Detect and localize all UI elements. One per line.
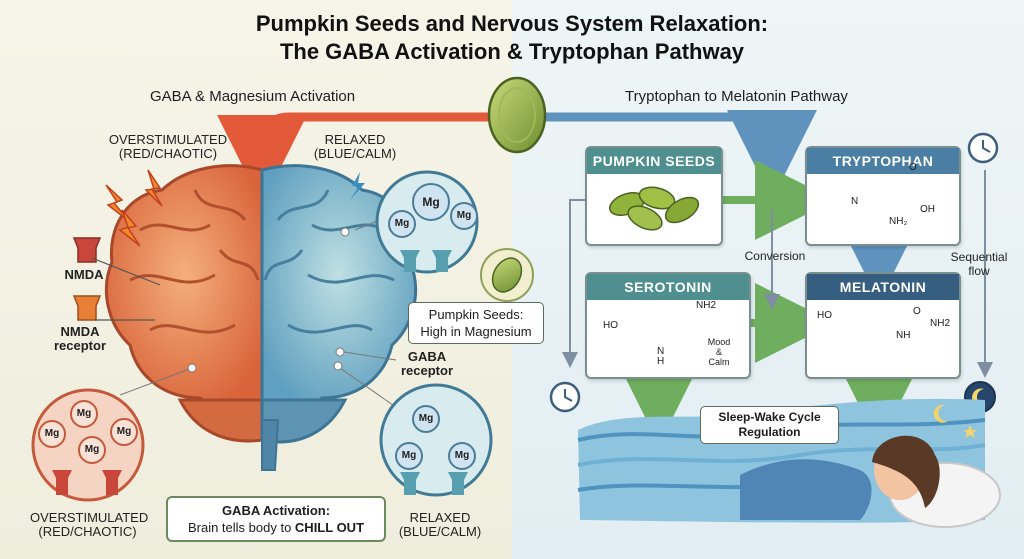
mg-ion: Mg [395,442,423,470]
mg-ion: Mg [38,420,66,448]
mg-ion: Mg [110,418,138,446]
magnesium-seed-icon [480,248,534,302]
overstimulated-bottom-label: OVERSTIMULATED(RED/CHAOTIC) [30,510,149,539]
chem-nh2-label: NH2 [696,300,717,311]
arrow-seed-to-brain [217,112,490,205]
mg-ion: Mg [412,183,450,221]
gaba-activation-callout: GABA Activation: Brain tells body to CHI… [166,496,386,542]
nmda-label: NMDA [64,267,104,282]
chem-ho-label: HO [603,320,618,331]
zoom-circle-relaxed-top [375,170,479,274]
pumpkin-seeds-box: PUMPKIN SEEDS [585,146,723,246]
chem-ho-label: HO [817,310,832,321]
seed-magnesium-callout: Pumpkin Seeds:High in Magnesium [408,302,544,344]
chem-nh2-label: NH2 [930,318,951,329]
pumpkin-seed-icon [487,76,547,154]
relaxed-top-label: RELAXED(BLUE/CALM) [313,132,397,161]
tryptophan-box: TRYPTOPHAN [805,146,961,246]
title-line-1: Pumpkin Seeds and Nervous System Relaxat… [255,11,769,36]
lightning-icon [105,169,163,247]
right-section-title: Tryptophan to Melatonin Pathway [625,88,848,105]
mg-ion: Mg [448,442,476,470]
moon-star-icon [933,404,977,438]
chem-oh-label: OH [920,204,935,215]
mg-ion: Mg [388,210,416,238]
pumpkin-seeds-icon [608,186,700,231]
left-section-title: GABA & Magnesium Activation [150,88,356,105]
sleep-scene [577,398,1001,528]
relaxed-bottom-label: RELAXED(BLUE/CALM) [398,510,482,539]
chem-o-label: O [909,162,917,173]
chem-o-label: O [913,306,921,317]
chem-nh2-label: NH₂ [889,216,908,227]
chem-nh-label: NH [896,330,911,341]
overstimulated-top-label: OVERSTIMULATED(RED/CHAOTIC) [108,132,228,161]
nmda-receptor-icon [72,237,102,321]
conversion-label: Conversion [744,249,806,263]
title-line-2: The GABA Activation & Tryptophan Pathway [279,39,745,64]
mg-ion: Mg [412,405,440,433]
zoom-circle-relaxed-bottom [379,383,493,497]
mg-ion: Mg [70,400,98,428]
mg-ion: Mg [78,436,106,464]
calm-bolt-icon [350,172,365,200]
mood-calm-label: Mood&Calm [707,337,731,367]
chem-n-label: N [851,196,859,207]
arrow-seed-to-pathway [545,110,817,200]
mg-ion: Mg [450,202,478,230]
melatonin-box: MELATONIN [805,272,961,379]
brain-overstimulated-hemisphere [104,164,264,443]
serotonin-box: SEROTONIN [585,272,751,379]
